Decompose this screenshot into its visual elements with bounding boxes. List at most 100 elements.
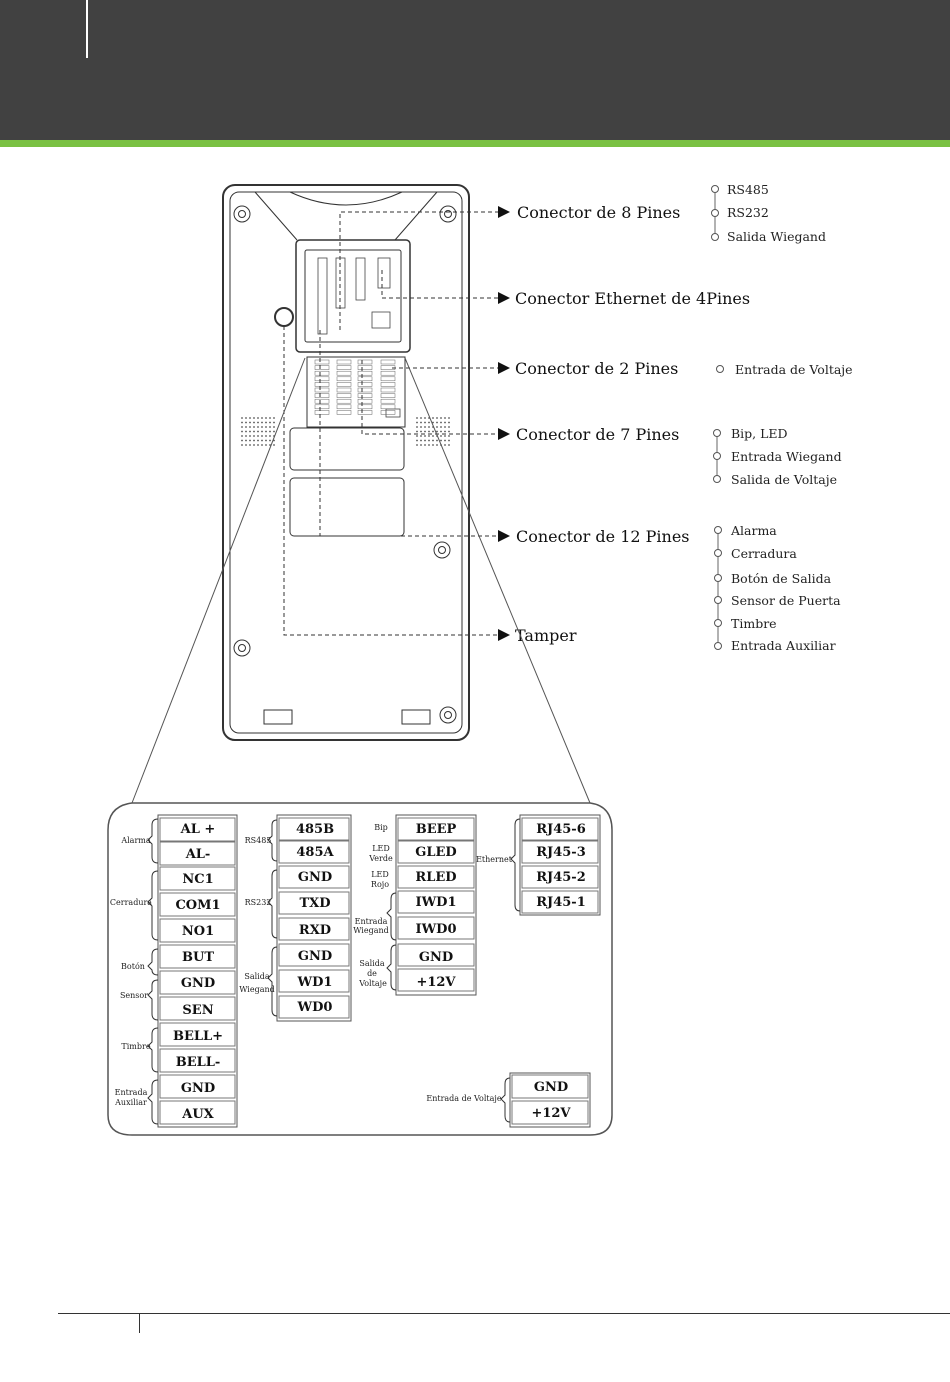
- pcb-terminal: [336, 398, 352, 404]
- pin-aux: AUX: [181, 1107, 214, 1122]
- pcb-terminal: [357, 410, 373, 415]
- zoom-callout: [107, 357, 613, 1136]
- terminal-cell: [397, 865, 475, 889]
- grille-dot: [245, 417, 247, 419]
- group-label-timbre: Timbre: [121, 1042, 150, 1051]
- grille-dot: [420, 439, 422, 442]
- feature-timbre: Timbre: [731, 616, 777, 631]
- pcb-terminal: [380, 398, 396, 404]
- grille-dot: [265, 426, 267, 428]
- feature-salida-voltaje: Salida de Voltaje: [731, 472, 837, 487]
- grille-dot: [448, 417, 450, 419]
- bullet-icon: [711, 233, 719, 241]
- pcb-terminal: [357, 370, 373, 376]
- pcb-terminal: [336, 387, 352, 393]
- pcb-terminal: [357, 376, 373, 382]
- grille-dot: [428, 430, 430, 433]
- group-brace: [500, 1077, 511, 1123]
- pin-but: BUT: [182, 950, 214, 965]
- group-braces: [386, 892, 397, 991]
- pin-rj45-1: RJ45-1: [536, 895, 586, 910]
- connector-label-12pin: Conector de 12 Pines: [516, 527, 690, 546]
- terminal-block-frame: [276, 814, 352, 1022]
- pin-gnd: GND: [419, 950, 453, 965]
- pcb-terminal: [380, 370, 396, 376]
- grille-dot: [432, 444, 434, 446]
- feature-bip-led: Bip, LED: [731, 426, 788, 441]
- grille-dot: [245, 430, 247, 433]
- grille-dot: [269, 444, 271, 446]
- pin-nc1: NC1: [182, 872, 213, 887]
- bullet-icon: [711, 185, 719, 193]
- pcb-terminal: [314, 404, 330, 410]
- pcb-terminal: [336, 382, 352, 387]
- grille-dot: [241, 435, 243, 437]
- grille-dot: [273, 421, 275, 424]
- pin-gnd: GND: [181, 1081, 215, 1096]
- group-label-verde: Verde: [368, 854, 393, 863]
- terminal-cell: [159, 996, 236, 1021]
- footer-divider: [139, 1313, 140, 1333]
- grille-dot: [448, 439, 450, 442]
- pcb-terminal: [314, 398, 330, 404]
- pcb-terminal: [357, 387, 373, 393]
- pin-wd0: WD0: [297, 1000, 333, 1015]
- grille-dot: [432, 417, 434, 419]
- terminal-cell: [521, 817, 599, 841]
- pin-beep: BEEP: [416, 822, 457, 837]
- group-brace: [510, 818, 521, 912]
- bullet-icon: [713, 452, 721, 460]
- pcb-terminal: [357, 359, 373, 365]
- pcb-terminal: [357, 393, 373, 398]
- terminal-cell: [397, 890, 475, 914]
- pcb-terminal: [357, 398, 373, 404]
- header-accent-stripe: [0, 140, 950, 147]
- pcb-terminal: [336, 393, 352, 398]
- pcb-terminal: [380, 359, 396, 365]
- grille-dot: [440, 430, 442, 433]
- grille-dot: [261, 426, 263, 428]
- pin-wd1: WD1: [297, 975, 333, 990]
- terminal-cell: [397, 968, 475, 992]
- mounting-screws: [233, 205, 457, 724]
- grille-dot: [269, 417, 271, 419]
- bullet-icon: [714, 526, 722, 534]
- grille-dot: [241, 426, 243, 428]
- feature-list-7pin: Bip, LED Entrada Wiegand Salida de Volta…: [713, 426, 842, 487]
- grille-dot: [440, 439, 442, 442]
- grille-dot: [269, 426, 271, 428]
- terminal-cell: [397, 817, 475, 841]
- pin-al-minus: AL-: [185, 847, 211, 862]
- pcb-terminal: [380, 382, 396, 387]
- terminal-block-12pin: AL + AL- NC1 COM1 NO1 BUT GND SEN BELL+ …: [110, 814, 238, 1128]
- group-label-boton: Botón: [121, 962, 145, 971]
- pcb-terminal: [380, 387, 396, 393]
- feature-alarma: Alarma: [730, 523, 777, 538]
- bullet-icon: [714, 549, 722, 557]
- terminal-block-8pin: 485B 485A GND TXD RXD GND WD1 WD0 RS485 …: [239, 814, 352, 1022]
- grille-dot: [428, 444, 430, 446]
- grille-dot: [253, 426, 255, 428]
- grille-dot: [436, 417, 438, 419]
- group-label-led: LED: [371, 870, 389, 879]
- connector-label-7pin: Conector de 7 Pines: [516, 425, 679, 444]
- grille-dot: [416, 417, 418, 419]
- connector-label-tamper: Tamper: [515, 626, 577, 645]
- pin-sen: SEN: [182, 1003, 213, 1018]
- pcb-terminal: [314, 370, 330, 376]
- group-label-cerradura: Cerradura: [110, 898, 152, 907]
- grille-dot: [245, 421, 247, 424]
- grille-dot: [432, 439, 434, 442]
- pin-rj45-3: RJ45-3: [536, 845, 586, 860]
- terminal-cell: [521, 890, 599, 914]
- pcb-terminal: [336, 359, 352, 365]
- terminal-cell: [159, 866, 236, 891]
- pin-12v: +12V: [531, 1106, 571, 1121]
- terminal-cell: [159, 1100, 236, 1125]
- grille-dot: [261, 430, 263, 433]
- terminal-cell: [159, 944, 236, 969]
- grille-dot: [241, 444, 243, 446]
- grille-dot: [416, 439, 418, 442]
- pin-bell-plus: BELL+: [173, 1029, 223, 1044]
